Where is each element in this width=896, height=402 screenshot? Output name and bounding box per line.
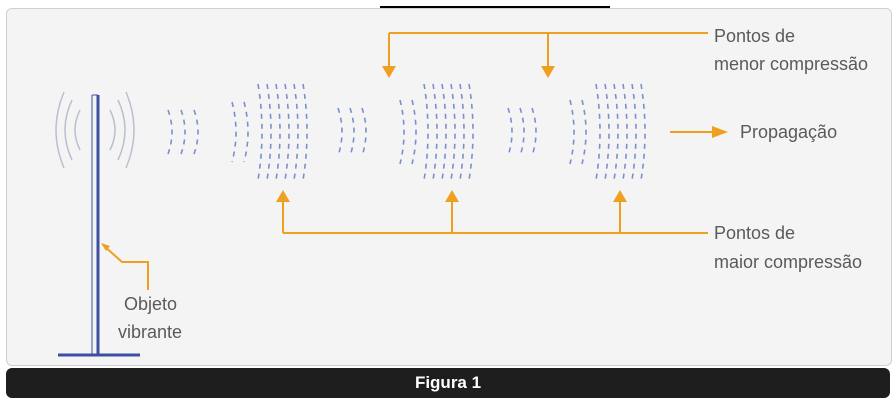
wave-front-arc	[581, 99, 587, 165]
wave-front-arc	[459, 83, 465, 181]
figure-caption: Figura 1	[414, 373, 482, 392]
arrow-down-2	[541, 66, 555, 78]
label-menor-line2: menor compressão	[714, 54, 869, 74]
objeto-pointer	[102, 244, 149, 290]
wave-front-arc	[468, 83, 474, 181]
wave-front-arc	[167, 109, 173, 155]
wave-front-arc	[519, 107, 525, 157]
arrow-down-1	[382, 66, 396, 78]
arrow-up-3	[613, 190, 627, 202]
label-maior-line1: Pontos de	[714, 223, 796, 243]
wave-front-arc	[531, 107, 537, 157]
label-objeto-line2: vibrante	[118, 322, 183, 342]
wave-front-arc	[411, 99, 417, 165]
wave-front-arc	[180, 109, 186, 155]
wave-front-arc	[507, 107, 513, 157]
vibration-arcs	[55, 91, 135, 169]
wave-front-arc	[257, 83, 263, 181]
wave-fronts	[167, 83, 646, 181]
arrow-up-1	[276, 190, 290, 202]
wave-front-arc	[604, 83, 610, 181]
wave-front-arc	[193, 109, 199, 155]
wave-front-arc	[423, 83, 429, 181]
wave-front-arc	[569, 99, 575, 165]
wave-front-arc	[595, 83, 601, 181]
wave-front-arc	[640, 83, 646, 181]
wave-front-arc	[622, 83, 628, 181]
top-border-accent	[380, 6, 610, 9]
diagram-panel	[6, 8, 892, 366]
wave-front-arc	[284, 83, 290, 181]
wave-front-arc	[441, 83, 447, 181]
wave-front-arc	[293, 83, 299, 181]
arrow-up-2	[445, 190, 459, 202]
wave-front-arc	[361, 107, 367, 157]
label-menor-line1: Pontos de	[714, 26, 796, 46]
objeto-arrowhead	[101, 243, 110, 251]
maior-compressao-pointer	[282, 200, 708, 234]
wave-front-arc	[243, 101, 249, 163]
wave-front-arc	[631, 83, 637, 181]
wave-front-arc	[266, 83, 272, 181]
label-propagacao: Propagação	[740, 122, 838, 142]
wave-front-arc	[349, 107, 355, 157]
label-maior-line2: maior compressão	[714, 252, 863, 272]
wave-front-arc	[275, 83, 281, 181]
label-objeto-line1: Objeto	[124, 294, 178, 314]
menor-compressao-pointer	[388, 32, 708, 68]
wave-front-arc	[399, 99, 405, 165]
wave-front-arc	[450, 83, 456, 181]
wave-front-arc	[302, 83, 308, 181]
propagation-arrowhead	[712, 126, 728, 138]
caption-bar: Figura 1	[6, 368, 890, 398]
wave-front-arc	[432, 83, 438, 181]
wave-front-arc	[337, 107, 343, 157]
wave-front-arc	[613, 83, 619, 181]
wave-front-arc	[231, 101, 237, 163]
